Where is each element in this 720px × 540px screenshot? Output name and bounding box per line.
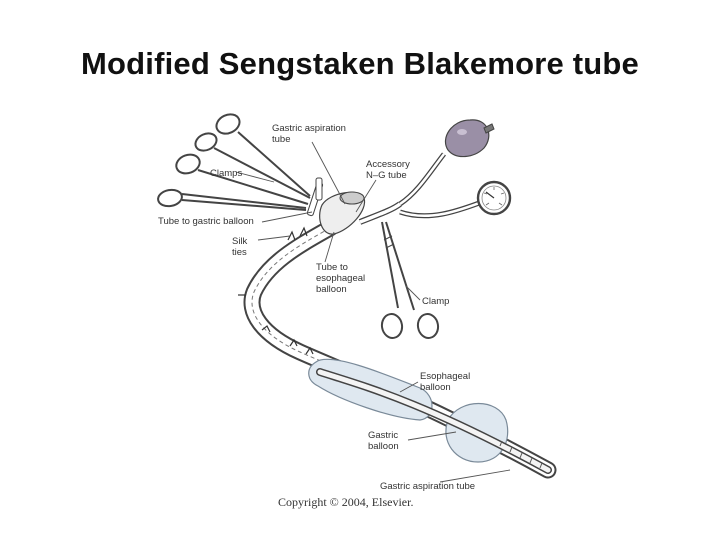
- label-clamp: Clamp: [422, 296, 449, 307]
- label-esophageal-balloon-l1: Esophageal: [420, 371, 470, 382]
- copyright-notice: Copyright © 2004, Elsevier.: [278, 495, 413, 509]
- inflation-bulb: [444, 119, 495, 158]
- label-accessory-ng-tube-l1: Accessory: [366, 159, 410, 170]
- label-silk-ties-l1: Silk: [232, 236, 248, 247]
- label-tube-to-esophageal-balloon-l2: esophageal: [316, 273, 365, 284]
- slide-title: Modified Sengstaken Blakemore tube: [80, 46, 640, 81]
- label-gastric-aspiration-tube-top-l2: tube: [272, 134, 291, 145]
- leader-lines: [235, 141, 511, 483]
- pressure-gauge: [476, 180, 512, 216]
- label-gastric-aspiration-tube-top-l1: Gastric aspiration: [272, 123, 346, 134]
- label-gastric-balloon-l2: balloon: [368, 441, 399, 452]
- tube-tip-markings: [499, 440, 543, 469]
- upper-clamps: [157, 113, 311, 211]
- label-gastric-balloon-l1: Gastric: [368, 430, 398, 441]
- gastric-aspiration-port: [315, 177, 323, 201]
- label-esophageal-balloon-l2: balloon: [420, 382, 451, 393]
- silk-ties: [238, 226, 314, 355]
- diagram-labels: Gastric aspiration tube Accessory N–G tu…: [158, 123, 475, 492]
- label-accessory-ng-tube-l2: N–G tube: [366, 170, 407, 181]
- label-clamps: Clamps: [210, 168, 242, 179]
- accessory-ng-tube: [358, 201, 402, 225]
- label-silk-ties-l2: ties: [232, 247, 247, 258]
- label-gastric-aspiration-tube-bottom: Gastric aspiration tube: [380, 481, 475, 492]
- manometer-line: [399, 199, 483, 219]
- label-tube-to-esophageal-balloon-l1: Tube to: [316, 262, 348, 273]
- lower-clamp: [380, 221, 440, 339]
- tube-junction-hub: [319, 191, 366, 235]
- label-tube-to-gastric-balloon: Tube to gastric balloon: [158, 216, 254, 227]
- bulb-line: [398, 152, 446, 207]
- label-tube-to-esophageal-balloon-l3: balloon: [316, 284, 347, 295]
